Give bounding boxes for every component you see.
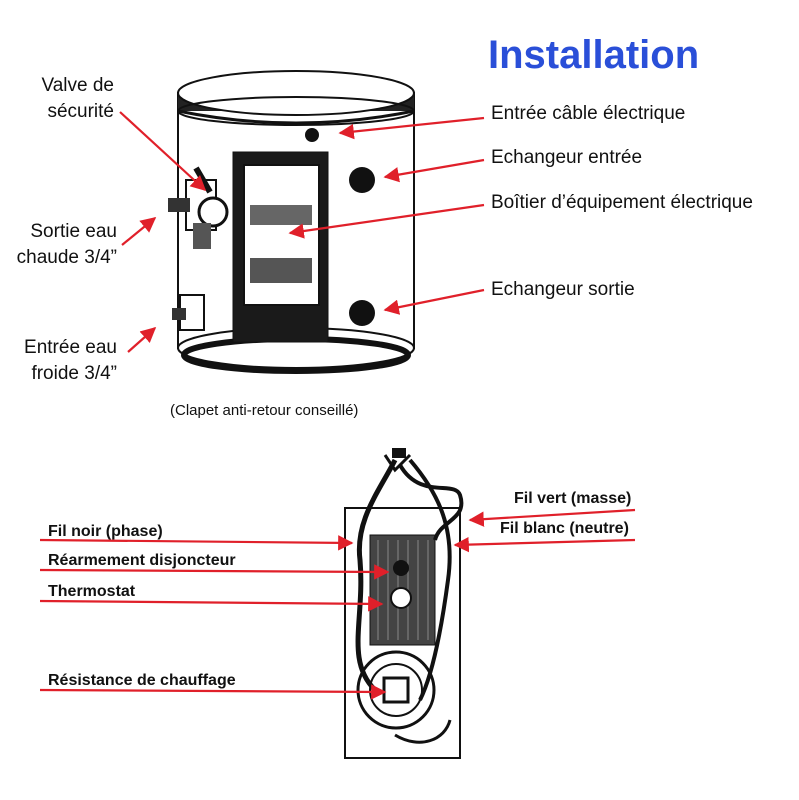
thermostat-label: Thermostat bbox=[48, 583, 136, 600]
electrical-panel bbox=[344, 448, 464, 759]
exchanger-out-label: Echangeur sortie bbox=[491, 279, 635, 300]
black-wire-label: Fil noir (phase) bbox=[48, 523, 163, 540]
bottom-arrows bbox=[39, 508, 636, 700]
page-title: Installation bbox=[488, 33, 700, 77]
top-arrows bbox=[119, 111, 485, 353]
white-wire-label: Fil blanc (neutre) bbox=[500, 520, 629, 537]
cable-inlet-label: Entrée câble électrique bbox=[491, 103, 686, 124]
caption: (Clapet anti-retour conseillé) bbox=[170, 402, 359, 419]
heating-element-label: Résistance de chauffage bbox=[48, 672, 236, 689]
breaker-reset-label: Réarmement disjoncteur bbox=[48, 552, 236, 569]
hot-outlet-label: Sortie eau chaude 3/4” bbox=[16, 221, 117, 268]
green-wire-label: Fil vert (masse) bbox=[514, 490, 632, 507]
water-heater-tank bbox=[168, 70, 415, 374]
exchanger-in-label: Echangeur entrée bbox=[491, 147, 643, 168]
electrical-box-label: Boîtier d’équipement électrique bbox=[491, 192, 753, 213]
valve-label: Valve de sécurité bbox=[41, 75, 114, 122]
cold-inlet-label: Entrée eau froide 3/4” bbox=[24, 337, 117, 384]
